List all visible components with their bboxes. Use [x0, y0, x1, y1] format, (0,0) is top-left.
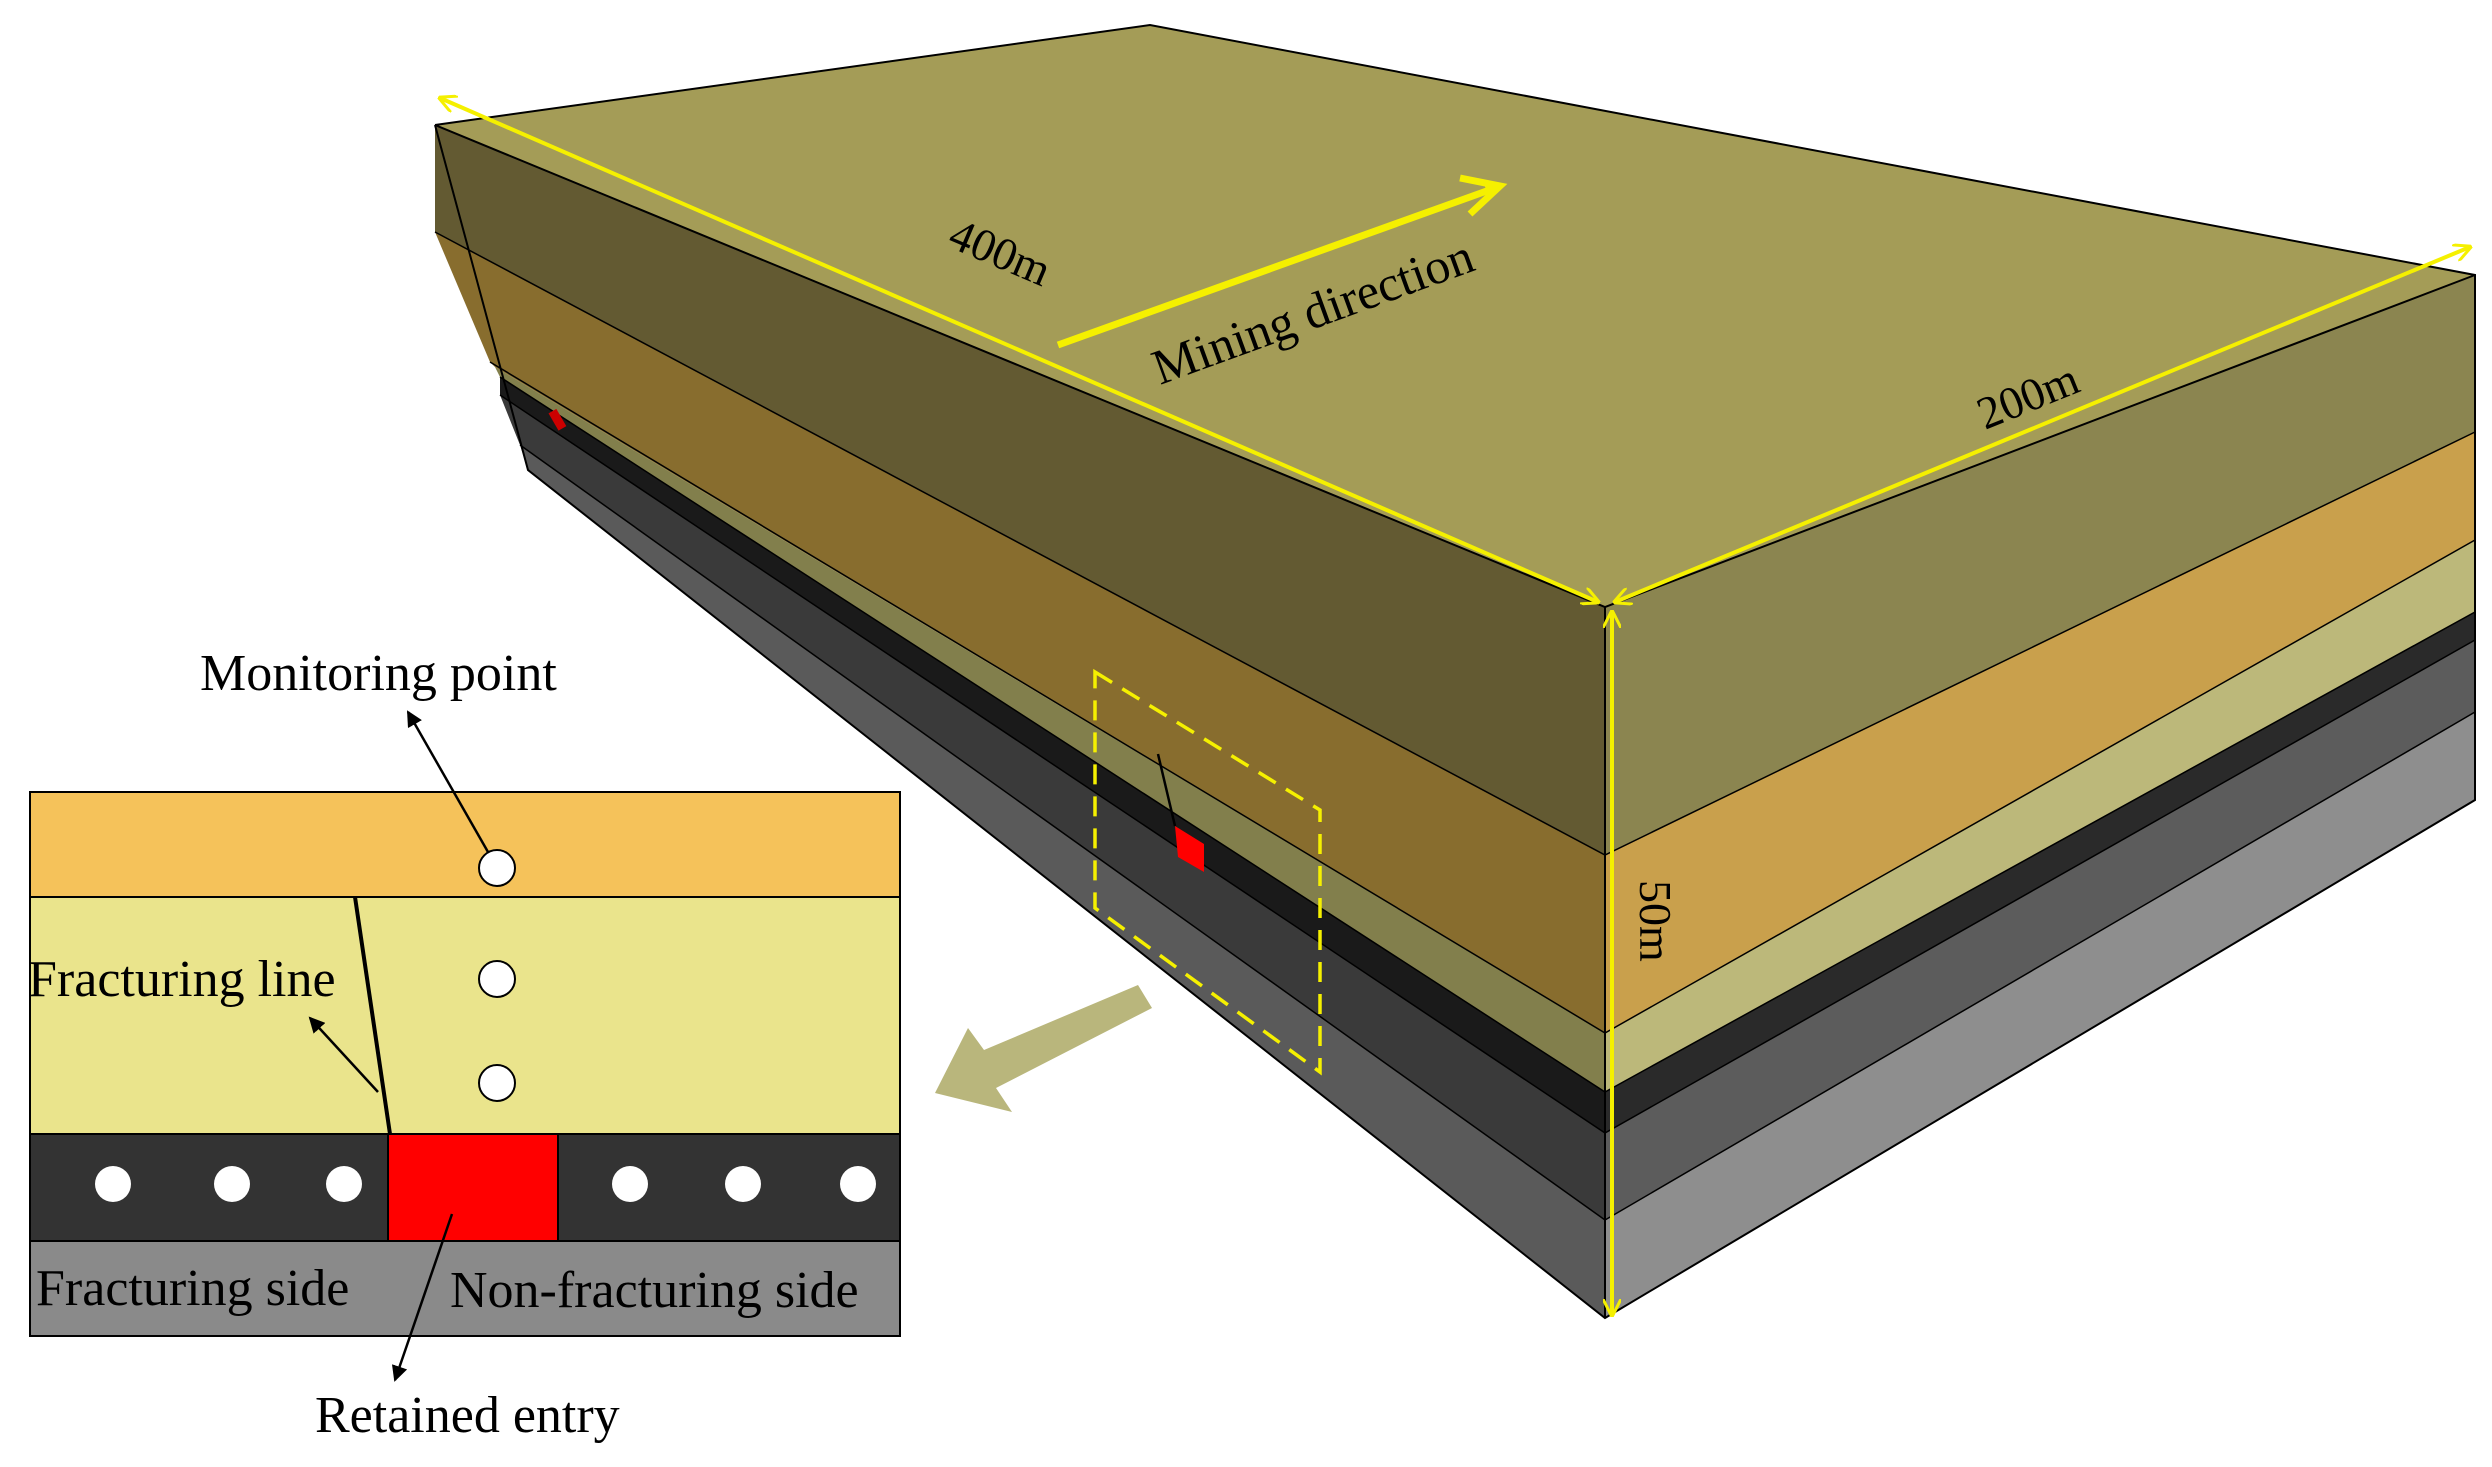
monitoring-point	[478, 960, 516, 998]
monitoring-point-label: Monitoring point	[200, 645, 557, 702]
length-dimension-line	[440, 98, 1598, 602]
highlight-box	[1093, 668, 1322, 1076]
inset-roof	[30, 792, 900, 897]
height-label: 50m	[1630, 880, 1681, 962]
monitoring-point-leader	[406, 710, 490, 853]
inset-floor	[30, 1241, 900, 1336]
monitoring-point	[95, 1166, 131, 1202]
monitoring-point	[214, 1166, 250, 1202]
side-floor-1	[1605, 640, 2475, 1220]
side-coal	[1605, 612, 2475, 1133]
retained-entry-label: Retained entry	[315, 1387, 620, 1444]
monitoring-point	[326, 1166, 362, 1202]
monitoring-point	[725, 1166, 761, 1202]
callout-arrow	[935, 985, 1152, 1112]
width-dimension-line	[1615, 247, 2470, 602]
inset-main-roof	[30, 897, 900, 1134]
side-layer-3	[1605, 540, 2475, 1092]
mining-direction-arrow	[1056, 184, 1497, 349]
monitoring-point	[478, 849, 516, 887]
non-fracturing-side-label: Non-fracturing side	[450, 1262, 859, 1319]
retained-entry-box	[388, 1134, 558, 1241]
dimension-lines	[440, 98, 2470, 1315]
monitoring-point	[478, 1064, 516, 1102]
mining-direction-arrowhead	[1459, 174, 1508, 217]
retained-entry-leader	[391, 1213, 454, 1382]
fracture-line-3d	[1156, 753, 1177, 827]
fracturing-line-label: Fracturing line	[28, 951, 336, 1008]
fracturing-line-leader	[308, 1016, 379, 1093]
fracturing-line	[353, 896, 392, 1135]
side-floor-2	[1605, 712, 2475, 1318]
fracturing-side-label: Fracturing side	[36, 1260, 349, 1317]
front-floor-2	[520, 445, 1605, 1318]
monitoring-point	[612, 1166, 648, 1202]
entry-marker-near	[1175, 826, 1204, 872]
inset-cross-section: Monitoring point Fracturing line Fractur…	[28, 645, 901, 1444]
monitoring-point	[840, 1166, 876, 1202]
